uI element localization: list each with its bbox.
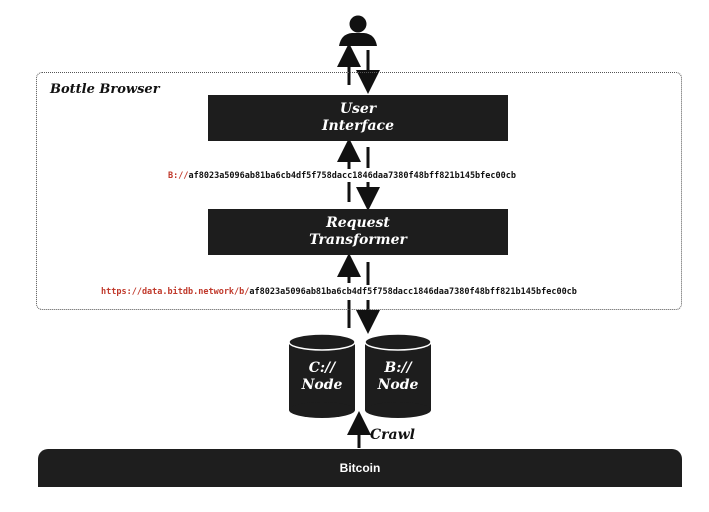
b-node-line2: Node — [377, 377, 419, 393]
user-silhouette-icon — [339, 15, 377, 46]
user-interface-line2: Interface — [321, 118, 394, 134]
b-node-cylinder — [364, 333, 432, 418]
c-node-cylinder — [288, 333, 356, 418]
https-url-prefix: https://data.bitdb.network/b/ — [101, 287, 250, 297]
request-transformer-line1: Request — [326, 215, 390, 231]
c-node-line1: C:// — [308, 360, 336, 376]
b-node-label: B:// Node — [365, 360, 431, 394]
user-interface-line1: User — [339, 101, 377, 117]
bottle-browser-frame — [36, 72, 682, 310]
crawl-label: Crawl — [370, 427, 415, 443]
request-transformer-box: Request Transformer — [208, 209, 508, 255]
user-interface-box: User Interface — [208, 95, 508, 141]
frame-title: Bottle Browser — [50, 82, 160, 97]
c-node-line2: Node — [301, 377, 343, 393]
bitcoin-bar: Bitcoin — [38, 449, 682, 487]
https-url-hash: af8023a5096ab81ba6cb4df5f758dacc1846daa7… — [249, 287, 577, 297]
bitcoin-label: Bitcoin — [339, 461, 381, 475]
request-transformer-line2: Transformer — [309, 232, 407, 248]
b-url-hash: af8023a5096ab81ba6cb4df5f758dacc1846daa7… — [188, 171, 516, 181]
b-node-line1: B:// — [384, 360, 412, 376]
c-node-label: C:// Node — [289, 360, 355, 394]
b-url: B://af8023a5096ab81ba6cb4df5f758dacc1846… — [168, 171, 516, 181]
b-url-prefix: B:// — [168, 171, 189, 181]
https-url: https://data.bitdb.network/b/af8023a5096… — [101, 287, 577, 297]
